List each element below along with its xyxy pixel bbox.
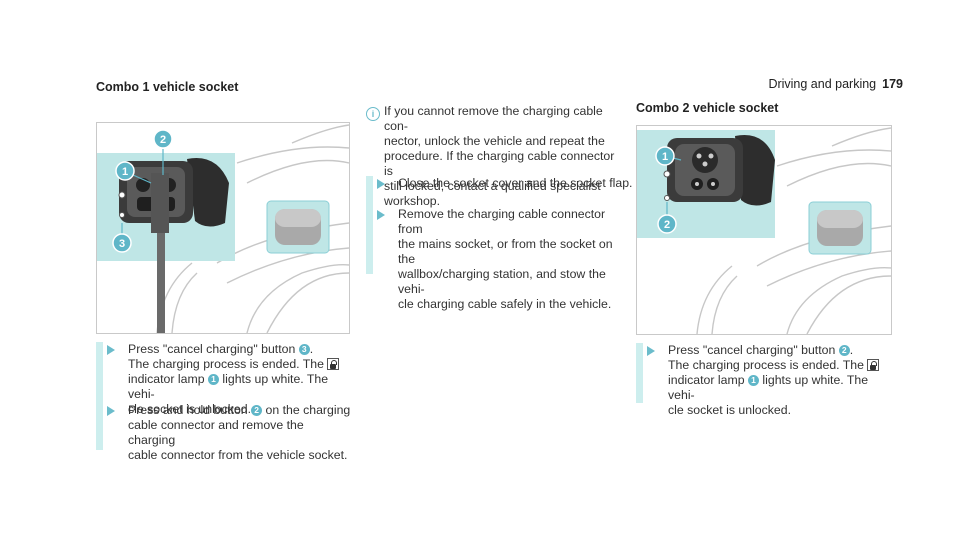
middle-step-bar: [366, 176, 373, 274]
page-header: Driving and parking 179: [768, 77, 903, 91]
callout-ref-1: 1: [747, 375, 759, 386]
right-step-1: Press "cancel charging" button 2. The ch…: [668, 343, 898, 418]
section-name: Driving and parking: [768, 77, 877, 91]
step-arrow-icon: [107, 406, 115, 416]
page-number: 179: [882, 77, 903, 91]
step-arrow-icon: [107, 345, 115, 355]
left-step-bar: [96, 342, 103, 450]
step-arrow-icon: [377, 179, 385, 189]
note-text: If you cannot remove the charging cable …: [384, 104, 615, 208]
combo2-socket-figure: 1 2: [636, 125, 892, 335]
callout-ref-2: 2: [251, 405, 263, 416]
callout-1: 1: [655, 146, 675, 166]
step-arrow-icon: [647, 346, 655, 356]
lock-icon: [327, 358, 340, 370]
combo1-socket-figure: 2 1 3: [96, 122, 350, 334]
callout-ref-1: 1: [207, 374, 219, 385]
right-step-bar: [636, 343, 643, 403]
callout-1: 1: [115, 161, 135, 181]
svg-text:1: 1: [122, 166, 128, 178]
svg-text:1: 1: [662, 151, 668, 163]
left-section-title: Combo 1 vehicle socket: [96, 80, 239, 94]
middle-step-1: Close the socket cover and the socket fl…: [398, 176, 633, 190]
svg-text:2: 2: [160, 134, 166, 146]
callout-2: 2: [153, 129, 173, 149]
left-step-1: Press "cancel charging" button 3. The ch…: [128, 342, 353, 417]
callout-2: 2: [657, 214, 677, 234]
callout-ref-3: 3: [298, 344, 310, 355]
callout-3: 3: [112, 233, 132, 253]
callout-ref-2: 2: [838, 345, 850, 356]
lock-icon: [867, 359, 880, 371]
info-icon: i: [366, 107, 380, 121]
step-arrow-icon: [377, 210, 385, 220]
middle-step-2: Remove the charging cable connector from…: [398, 207, 613, 311]
svg-text:3: 3: [119, 238, 125, 250]
right-section-title: Combo 2 vehicle socket: [636, 101, 779, 115]
left-step-2: Press and hold button 2 on the charging …: [128, 403, 351, 462]
svg-text:2: 2: [664, 219, 670, 231]
